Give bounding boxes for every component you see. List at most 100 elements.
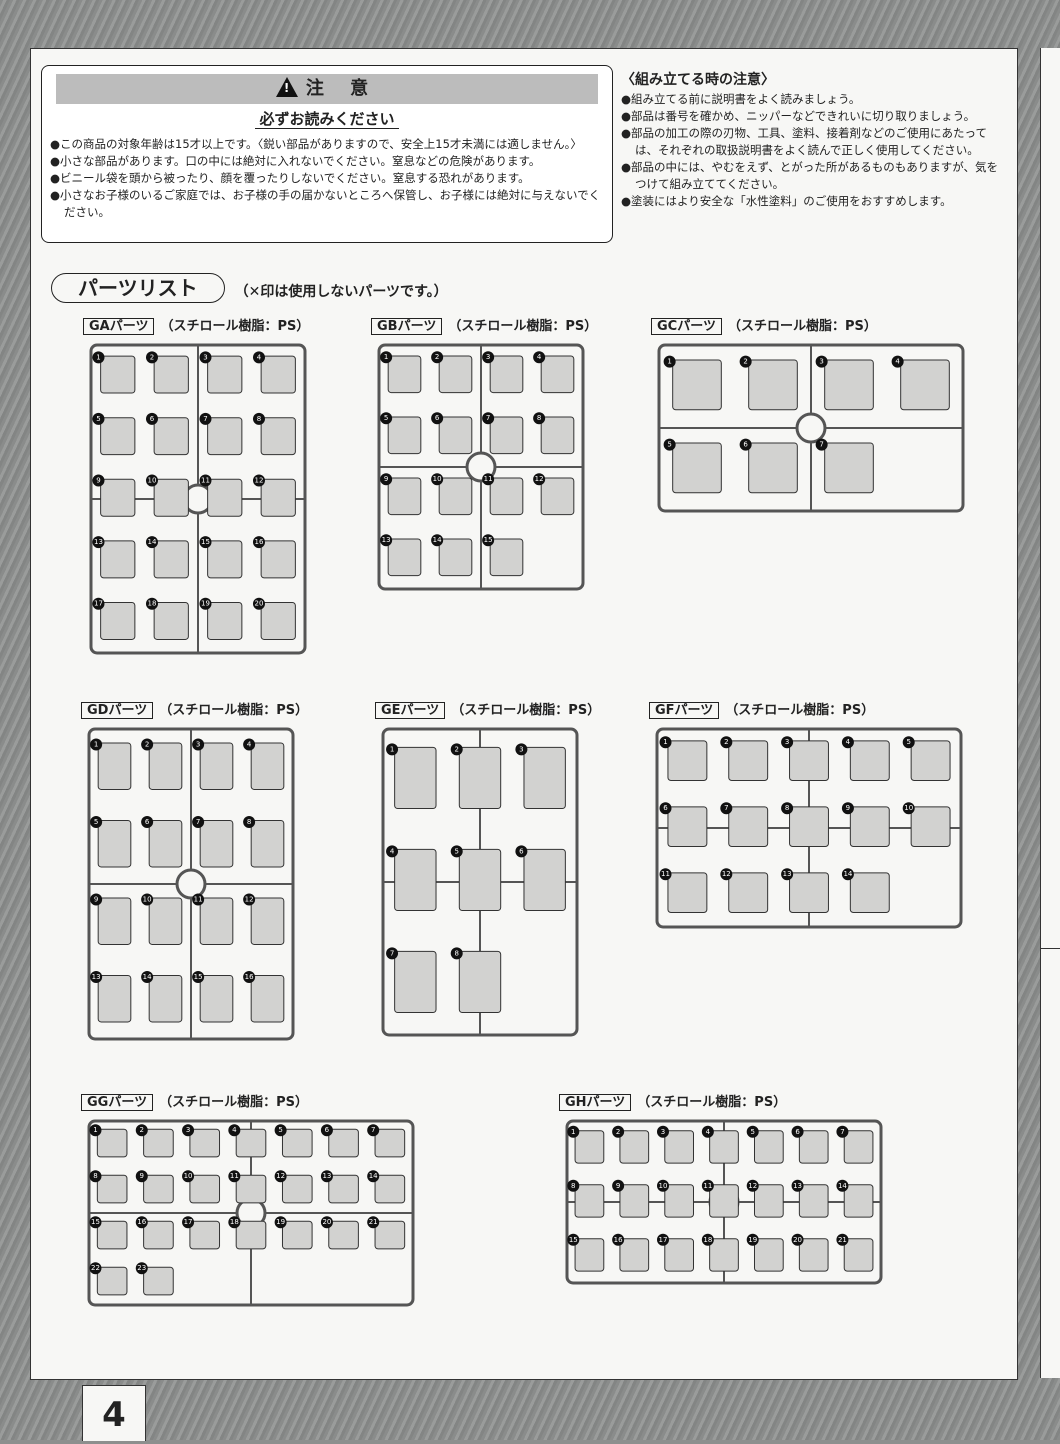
part-number-marker: 17 <box>182 1216 195 1229</box>
runner-part <box>250 974 285 1023</box>
runner-part <box>207 417 243 456</box>
part-number: 8 <box>537 414 541 422</box>
part-number: 10 <box>184 1172 193 1180</box>
part-number: 4 <box>706 1128 711 1136</box>
part-number-marker: 12 <box>252 474 265 487</box>
part-number-marker: 13 <box>92 536 105 549</box>
runner-part <box>143 1174 174 1204</box>
part-number-marker: 1 <box>90 738 103 751</box>
part-number: 4 <box>895 358 900 366</box>
assembly-item: ●部品の加工の際の刃物、工具、塗料、接着剤などのご使用にあたっては、それぞれの取… <box>621 126 987 157</box>
part-number: 6 <box>519 847 524 855</box>
runner-part <box>709 1238 739 1272</box>
parts-list-title: パーツリスト <box>51 273 225 303</box>
runner-part <box>849 806 890 847</box>
parts-list-heading: パーツリスト（✕印は使用しないパーツです。） <box>51 273 448 303</box>
runner-part <box>260 540 296 579</box>
assembly-item: ●組み立てる前に説明書をよく読みましょう。 <box>621 92 861 106</box>
part-number: 10 <box>659 1182 668 1190</box>
part-number-marker: 10 <box>182 1170 195 1183</box>
runner-hub <box>175 868 207 900</box>
part-number-marker: 13 <box>781 868 794 881</box>
part-number: 8 <box>454 949 458 957</box>
part-number-marker: 5 <box>380 412 393 425</box>
runner-name: GAパーツ <box>83 318 155 335</box>
part-number-marker: 5 <box>92 412 105 425</box>
part-number-marker: 8 <box>450 947 463 960</box>
runner-part <box>664 1184 694 1218</box>
part-number: 11 <box>201 477 210 485</box>
caution-item: ●小さな部品があります。口の中には絶対に入れないでください。窒息などの危険があり… <box>50 154 541 168</box>
runner-part <box>709 1184 739 1218</box>
part-number: 10 <box>148 477 157 485</box>
runner-part <box>328 1174 359 1204</box>
part-number: 4 <box>537 353 542 361</box>
part-number-marker: 3 <box>182 1124 195 1137</box>
part-number-marker: 11 <box>228 1170 241 1183</box>
part-number: 9 <box>96 477 100 485</box>
part-number: 1 <box>571 1128 575 1136</box>
runner-part <box>281 1174 313 1204</box>
part-number-marker: 6 <box>141 816 154 828</box>
part-number-marker: 8 <box>781 802 794 815</box>
part-number: 1 <box>667 358 671 366</box>
part-number-marker: 9 <box>841 802 854 815</box>
part-number: 1 <box>93 1126 97 1134</box>
part-number-marker: 12 <box>746 1179 759 1192</box>
part-number-marker: 5 <box>450 845 463 858</box>
part-number: 16 <box>245 973 254 981</box>
runner-part <box>328 1220 359 1250</box>
runner-part <box>148 742 183 790</box>
part-number-marker: 15 <box>192 971 205 983</box>
runner-part <box>458 746 502 810</box>
part-number: 18 <box>148 600 157 608</box>
part-number-marker: 1 <box>386 743 399 756</box>
part-number: 6 <box>795 1128 800 1136</box>
part-number-marker: 18 <box>228 1216 241 1229</box>
part-number: 20 <box>322 1218 331 1226</box>
runner-part <box>235 1174 267 1204</box>
runner-part <box>789 740 829 781</box>
part-number: 9 <box>846 804 850 812</box>
part-number: 2 <box>435 353 439 361</box>
part-number-marker: 4 <box>252 351 265 364</box>
part-number-marker: 2 <box>145 351 158 364</box>
part-number-marker: 15 <box>482 534 495 547</box>
runner-part <box>394 848 437 912</box>
runner-part <box>849 740 890 781</box>
part-number: 4 <box>247 741 252 749</box>
part-number: 11 <box>194 896 203 904</box>
part-number-marker: 5 <box>663 438 676 451</box>
warning-triangle-icon: ! <box>275 77 298 97</box>
part-number: 2 <box>145 741 149 749</box>
part-number-marker: 1 <box>567 1125 580 1138</box>
runner-part <box>798 1238 829 1272</box>
part-number-marker: 6 <box>145 412 158 425</box>
part-number-marker: 15 <box>567 1233 580 1246</box>
part-number-marker: 20 <box>320 1216 333 1229</box>
part-number-marker: 7 <box>192 816 205 828</box>
runner-part <box>235 1220 267 1250</box>
part-number-marker: 4 <box>701 1125 714 1138</box>
part-number-marker: 3 <box>482 351 495 364</box>
part-number: 9 <box>616 1182 620 1190</box>
part-number: 1 <box>663 738 667 746</box>
runner-name: GFパーツ <box>649 702 720 719</box>
part-number: 18 <box>703 1236 712 1244</box>
runner-part <box>523 848 566 912</box>
part-number: 4 <box>232 1126 237 1134</box>
part-number: 2 <box>743 358 747 366</box>
part-number: 19 <box>748 1236 757 1244</box>
runner-part <box>207 355 243 394</box>
part-number-marker: 10 <box>902 802 915 815</box>
runner-part <box>189 1128 221 1158</box>
part-number: 7 <box>724 804 728 812</box>
part-number: 14 <box>143 973 152 981</box>
part-number-marker: 7 <box>367 1124 380 1137</box>
